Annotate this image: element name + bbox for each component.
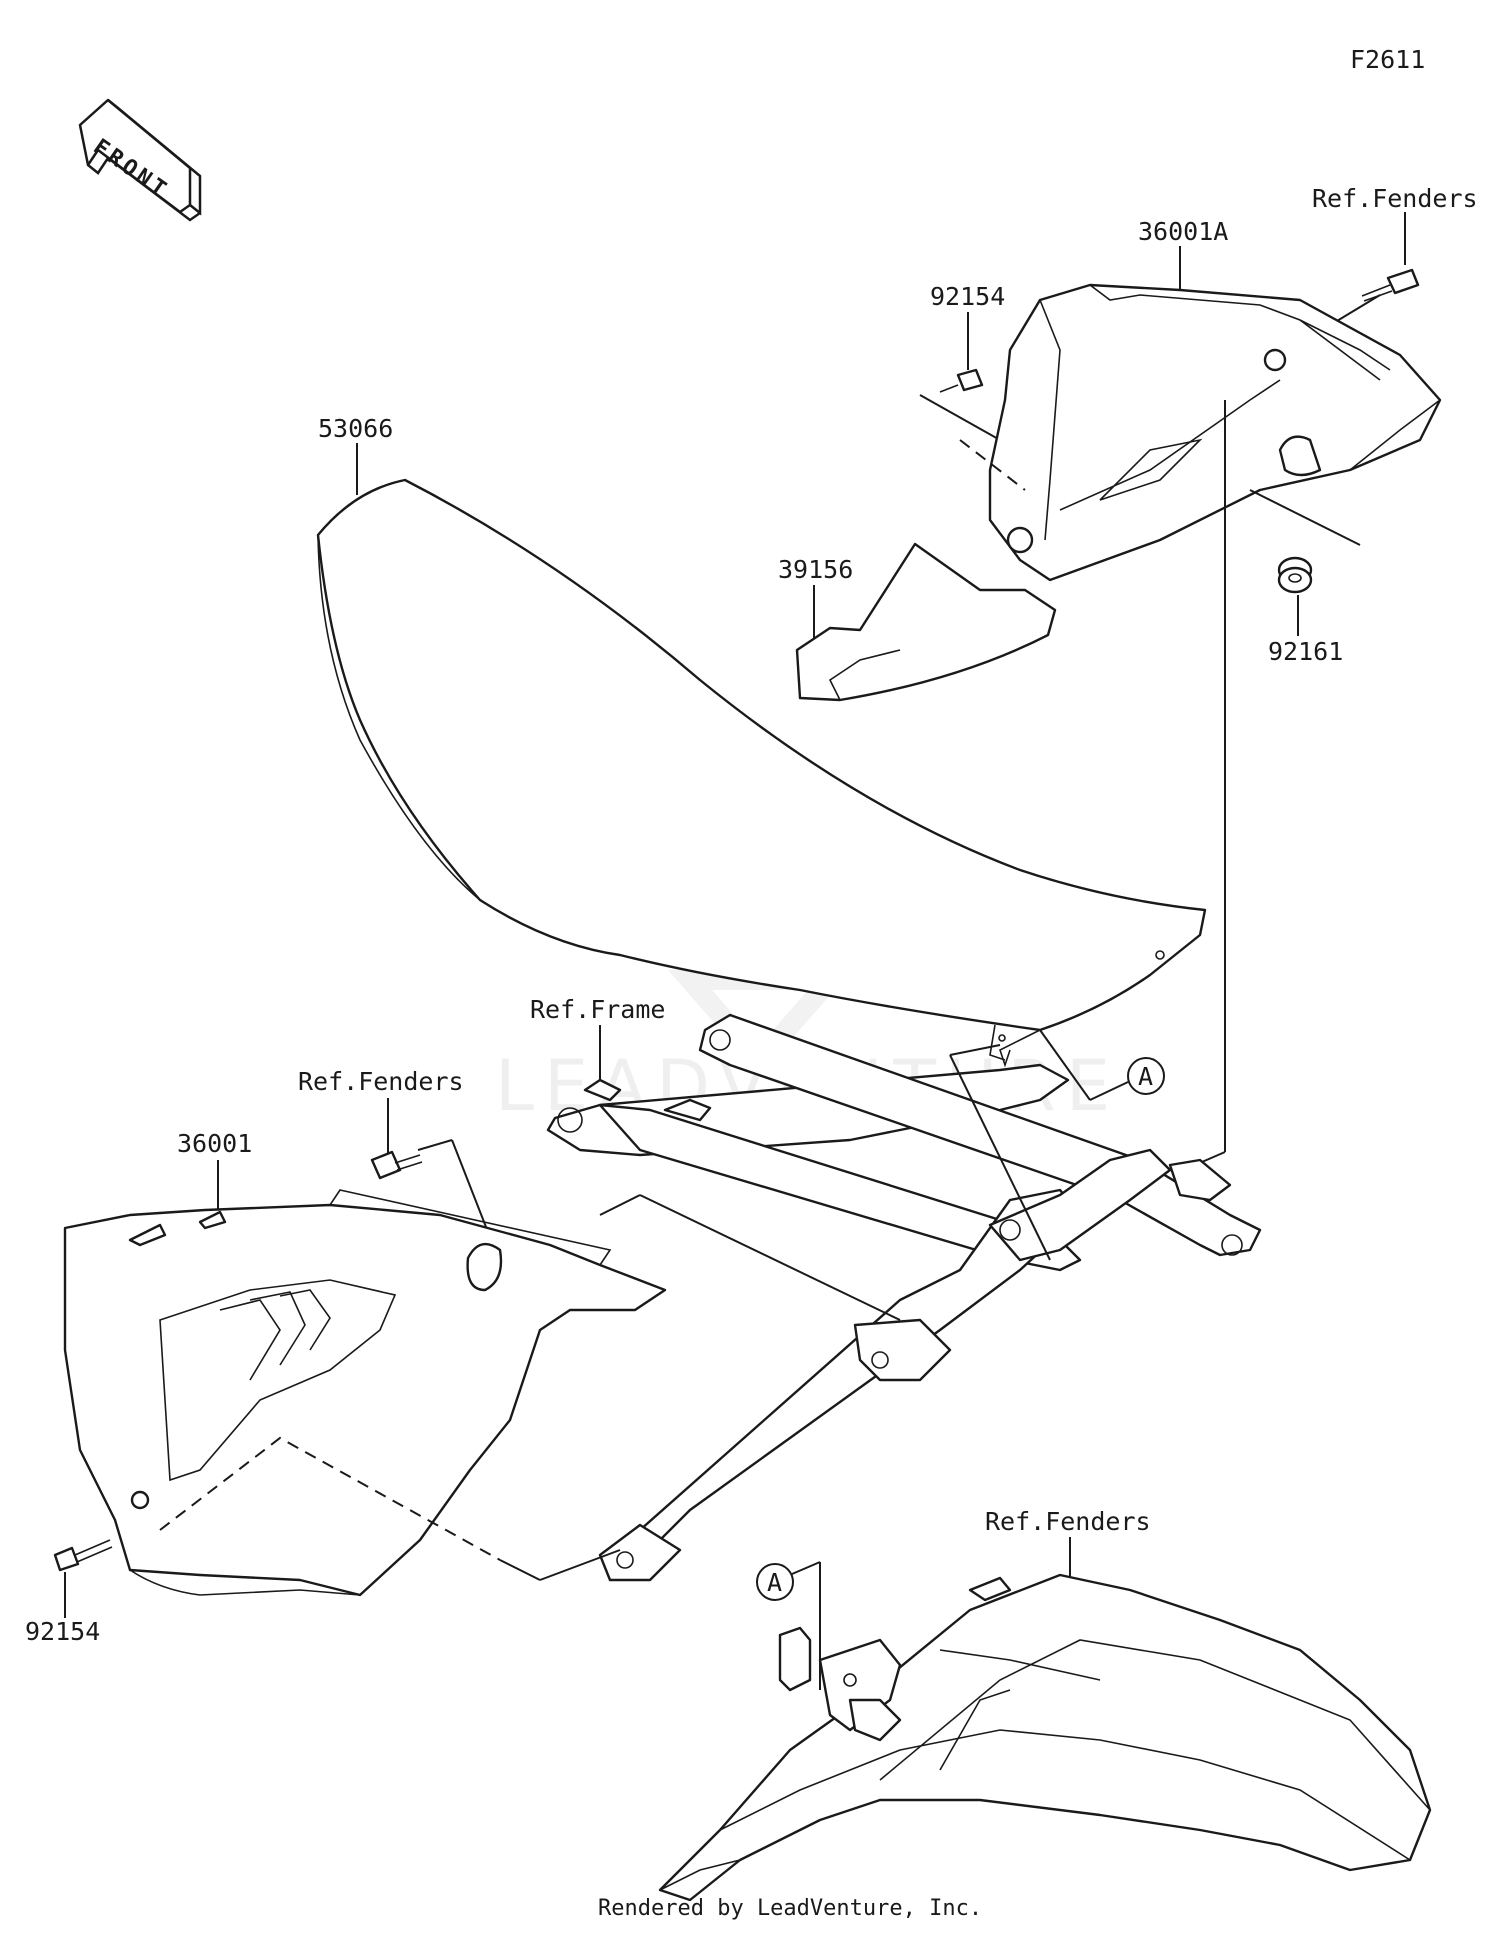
rear-frame	[546, 1013, 1262, 1582]
label-ref-frame: Ref.Frame	[530, 995, 665, 1024]
callout-a-bottom-label: A	[767, 1568, 782, 1597]
callout-a-bottom	[756, 1563, 794, 1601]
label-36001A: 36001A	[1138, 217, 1228, 246]
bolt-icon	[370, 1150, 423, 1180]
front-arrow-icon: FRONT	[78, 98, 202, 222]
callout-a-top	[1127, 1057, 1165, 1095]
label-92154-top: 92154	[930, 282, 1005, 311]
footer-credit: Rendered by LeadVenture, Inc.	[598, 1896, 982, 1921]
label-92154-bottom: 92154	[25, 1617, 100, 1646]
right-side-cover-36001A	[988, 283, 1442, 582]
label-36001: 36001	[177, 1129, 252, 1158]
leader-frame-to-36001	[639, 1194, 901, 1321]
seat-53066	[316, 478, 1207, 1068]
bolt-icon	[1361, 268, 1420, 302]
label-ref-fenders-mid: Ref.Fenders	[298, 1067, 464, 1096]
label-53066: 53066	[318, 414, 393, 443]
rear-fender	[658, 1573, 1432, 1902]
leader-92161	[1249, 489, 1361, 546]
dash-92154-bottom	[159, 1436, 501, 1561]
bolt-icon	[53, 1539, 113, 1572]
leader-92154-top-to-panel	[919, 394, 1001, 441]
dash-92154-top	[959, 439, 1026, 491]
pad-39156	[795, 542, 1057, 702]
left-side-cover-36001	[63, 1189, 667, 1597]
grommet-icon	[1277, 556, 1313, 594]
callout-a-top-label: A	[1138, 1062, 1153, 1091]
label-ref-fenders-bottom: Ref.Fenders	[985, 1507, 1151, 1536]
label-ref-fenders-top: Ref.Fenders	[1312, 184, 1478, 213]
diagram-code: F2611	[1350, 45, 1425, 74]
label-39156: 39156	[778, 555, 853, 584]
label-92161: 92161	[1268, 637, 1343, 666]
bolt-icon	[939, 368, 984, 393]
